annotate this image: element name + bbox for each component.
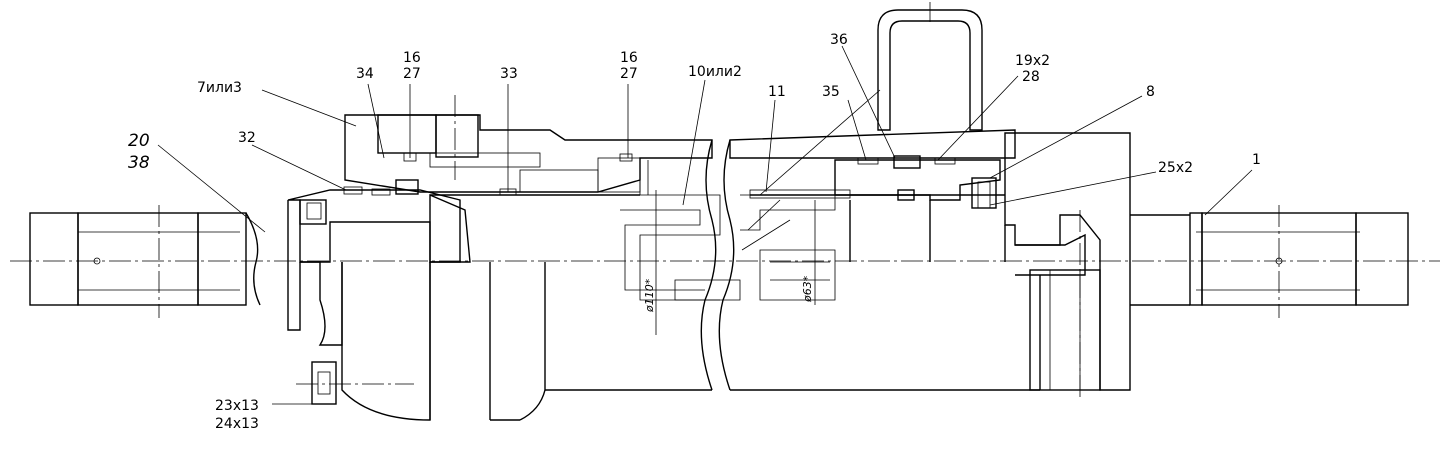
left-eye-end: [29, 205, 261, 318]
left-rod: [429, 158, 712, 421]
label-25x2: 25x2: [1158, 160, 1193, 176]
break-lines: [615, 139, 836, 391]
label-8: 8: [1146, 84, 1155, 100]
label-16-right: 16: [620, 50, 638, 66]
label-1: 1: [1252, 152, 1261, 168]
dimension-110: ø110*: [643, 278, 656, 313]
label-11: 11: [768, 84, 786, 100]
label-27-right: 27: [620, 66, 638, 82]
label-20: 20: [128, 131, 150, 151]
leader-lines: [157, 45, 1253, 405]
dimension-63: ø63*: [801, 275, 814, 303]
piston: [749, 155, 1001, 262]
label-23x13: 23x13: [215, 398, 259, 414]
label-7ili3: 7или3: [197, 80, 242, 96]
label-36: 36: [830, 32, 848, 48]
position-labels: 7или3 34 16 27 33 16 27 10или2 11 35 36 …: [128, 32, 1261, 432]
left-head: [287, 189, 461, 421]
label-38: 38: [128, 153, 150, 173]
label-24x13: 24x13: [215, 416, 259, 432]
label-19x2: 19x2: [1015, 53, 1050, 69]
label-33: 33: [500, 66, 518, 82]
label-10ili2: 10или2: [688, 64, 742, 80]
gland-7or3: [343, 95, 713, 196]
label-34: 34: [356, 66, 374, 82]
cylinder-tube: [729, 129, 1040, 391]
label-35: 35: [822, 84, 840, 100]
lifting-loop: [877, 2, 983, 131]
right-eye-end: [1130, 205, 1409, 318]
right-head: [971, 132, 1131, 400]
label-16-left: 16: [403, 50, 421, 66]
label-28: 28: [1022, 69, 1040, 85]
label-27-left: 27: [403, 66, 421, 82]
label-32: 32: [238, 130, 256, 146]
